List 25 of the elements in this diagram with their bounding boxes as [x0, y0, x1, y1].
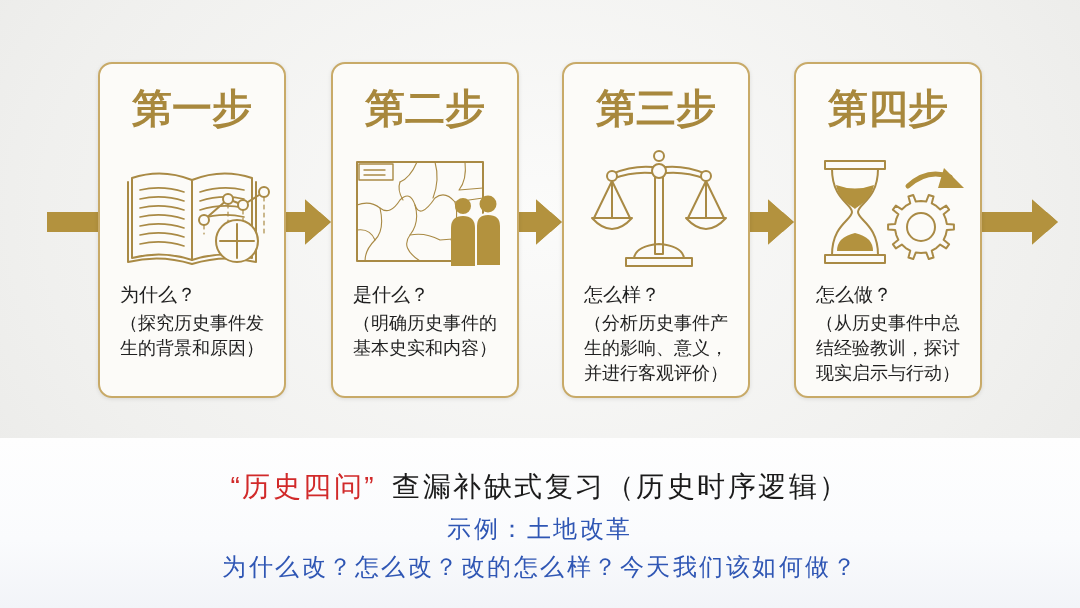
question-text: 为什么？ — [120, 283, 196, 307]
connector-bar — [47, 212, 98, 232]
question-text: 怎么样？ — [584, 283, 660, 307]
step-card — [331, 62, 519, 398]
description-text: （探究历史事件发生的背景和原因） — [120, 312, 265, 360]
step-heading: 第二步 — [365, 85, 485, 132]
description-text: （从历史事件中总结经验教训，探讨现实启示与行动） — [816, 312, 961, 385]
description-text: （明确历史事件的基本史实和内容） — [353, 312, 498, 360]
caption-text: 查漏补缺式复习（历史时序逻辑） — [392, 471, 850, 502]
example-text: 示例：土地改革 — [447, 515, 633, 542]
arrow — [519, 199, 562, 245]
question-line: 为什么改？怎么改？改的怎么样？今天我们该如何做？ — [222, 553, 858, 580]
step-heading: 第三步 — [596, 85, 716, 132]
description-text: （分析历史事件产生的影响、意义，并进行客观评价） — [584, 312, 729, 385]
step-card — [98, 62, 286, 398]
arrow — [982, 199, 1058, 245]
arrow — [750, 199, 794, 245]
step-heading: 第四步 — [828, 85, 948, 132]
question-text: 是什么？ — [353, 283, 429, 307]
step-card — [562, 62, 750, 398]
question-text: 怎么做？ — [816, 283, 892, 307]
highlight-text: “历史四问” — [230, 471, 377, 502]
step-heading: 第一步 — [132, 85, 252, 132]
step-card — [794, 62, 982, 398]
arrow — [286, 199, 331, 245]
